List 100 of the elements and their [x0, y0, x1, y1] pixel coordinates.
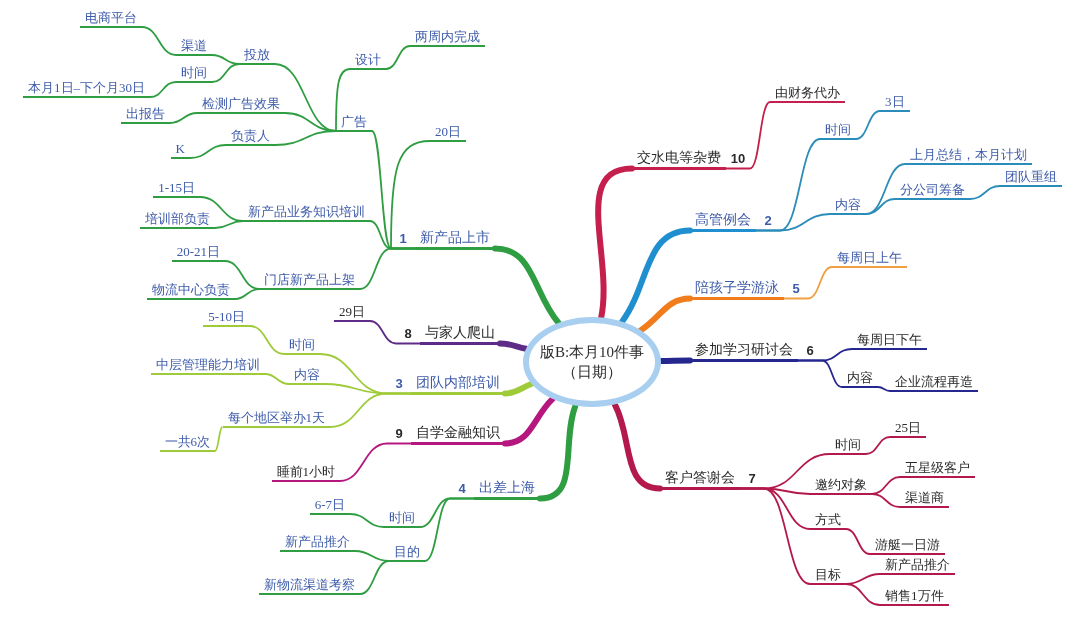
branch-line: [339, 442, 412, 482]
topic-label: 新产品业务知识培训: [243, 204, 370, 222]
branch-line: [329, 392, 412, 428]
branch-number: 2: [764, 213, 772, 228]
branch-line: [211, 54, 240, 65]
branch-line: [249, 325, 285, 355]
topic-label: 20-21日: [171, 244, 225, 262]
branch-number: 4: [458, 481, 466, 496]
main-topic-label: 陪孩子学游泳: [690, 280, 784, 300]
topic-label: 5-10日: [203, 309, 250, 327]
branch-line: [877, 386, 891, 392]
topic-label: 渠道: [176, 38, 212, 56]
main-topic-label: 参加学习研讨会: [690, 342, 798, 362]
topic-label: 两周内完成: [410, 29, 485, 47]
topic-label: 由财务代办: [770, 85, 845, 103]
topic-label: 五星级客户: [900, 460, 975, 478]
topic-label: 本月1日–下个月30日: [23, 80, 150, 98]
topic-label: 新产品推介: [280, 534, 355, 552]
branch-line: [385, 45, 411, 70]
branch-number: 10: [730, 151, 746, 166]
topic-label: 3日: [880, 94, 910, 112]
topic-label: 电商平台: [80, 10, 142, 28]
topic-label: 时间: [820, 122, 856, 140]
main-topic-label: 自学金融知识: [411, 425, 505, 445]
branch-line: [234, 288, 260, 300]
topic-label: 一共6次: [159, 434, 215, 452]
branch-line: [141, 26, 177, 56]
topic-label: 每周日下午: [852, 332, 927, 350]
branch-number: 6: [806, 343, 814, 358]
topic-label: 上月总结，本月计划: [905, 147, 1032, 165]
branch-line: [725, 101, 771, 170]
branch-line: [189, 144, 227, 159]
topic-label: 时间: [284, 337, 320, 355]
branch-line: [845, 583, 881, 606]
branch-line: [845, 528, 871, 555]
branch-line: [424, 497, 475, 562]
topic-label: 渠道商: [900, 490, 949, 508]
topic-label: 游艇一日游: [870, 537, 945, 555]
branch-line: [969, 185, 1001, 200]
main-topic-label: 出差上海: [474, 480, 540, 500]
branch-line: [359, 247, 416, 290]
topic-label: 目标: [810, 567, 846, 585]
topic-label: 检测广告效果: [197, 96, 285, 114]
topic-label: 企业流程再造: [890, 374, 978, 392]
topic-label: 29日: [334, 304, 370, 322]
main-topic-label: 交水电等杂费: [632, 150, 726, 170]
branch-number: 7: [748, 471, 756, 486]
topic-label: 设计: [350, 52, 386, 70]
branch-line: [865, 436, 891, 455]
branch-line: [755, 213, 831, 232]
topic-label: 物流中心负责: [147, 282, 235, 300]
branch-line: [865, 198, 896, 215]
branch-line: [739, 487, 811, 585]
topic-label: 时间: [830, 437, 866, 455]
main-topic-label: 与家人爬山: [420, 325, 500, 345]
main-topic-label: 客户答谢会: [660, 470, 740, 490]
branch-line: [214, 220, 244, 229]
topic-label: 25日: [890, 420, 926, 438]
topic-label: 出报告: [121, 106, 170, 124]
topic-label: 内容: [289, 367, 325, 385]
topic-label: 内容: [830, 197, 866, 215]
topic-label: 方式: [810, 512, 846, 530]
branch-line: [264, 373, 290, 385]
main-topic-label: 团队内部培训: [411, 375, 505, 395]
branch-line: [149, 81, 177, 98]
topic-label: 团队重组: [1000, 169, 1062, 187]
topic-label: 销售1万件: [880, 588, 949, 606]
topic-label: K: [170, 141, 190, 159]
topic-label: 时间: [384, 510, 420, 528]
branch-line: [359, 560, 390, 595]
branch-line: [214, 426, 224, 452]
topic-label: 新产品推介: [880, 557, 955, 575]
branch-number: 8: [404, 326, 412, 341]
branch-line: [335, 68, 351, 132]
branch-line: [369, 320, 421, 345]
branch-line: [871, 493, 901, 508]
topic-label: 邀约对象: [810, 477, 872, 495]
branch-number: 9: [395, 426, 403, 441]
branch-line: [211, 63, 240, 83]
branch-number: 1: [399, 231, 407, 246]
topic-label: 1-15日: [153, 180, 200, 198]
branch-line: [855, 110, 881, 140]
topic-label: 20日: [430, 124, 466, 142]
topic-label: 中层管理能力培训: [151, 357, 265, 375]
topic-label: 门店新产品上架: [259, 272, 360, 290]
topic-label: 分公司筹备: [895, 182, 970, 200]
topic-label: 每个地区举办1天: [222, 410, 330, 428]
branch-line: [169, 112, 198, 124]
branch-line: [797, 359, 843, 388]
main-topic-label: 新产品上市: [415, 230, 495, 250]
topic-label: 睡前1小时: [271, 464, 340, 482]
branch-line: [349, 513, 385, 528]
central-topic: 版B:本月10件事（日期）: [523, 317, 661, 407]
branch-number: 3: [395, 376, 403, 391]
topic-label: 培训部负责: [140, 211, 215, 229]
branch-line: [390, 140, 431, 250]
topic-label: 新物流渠道考察: [259, 577, 360, 595]
topic-label: 6-7日: [309, 497, 350, 515]
topic-label: 每周日上午: [832, 250, 907, 268]
branch-number: 5: [792, 281, 800, 296]
